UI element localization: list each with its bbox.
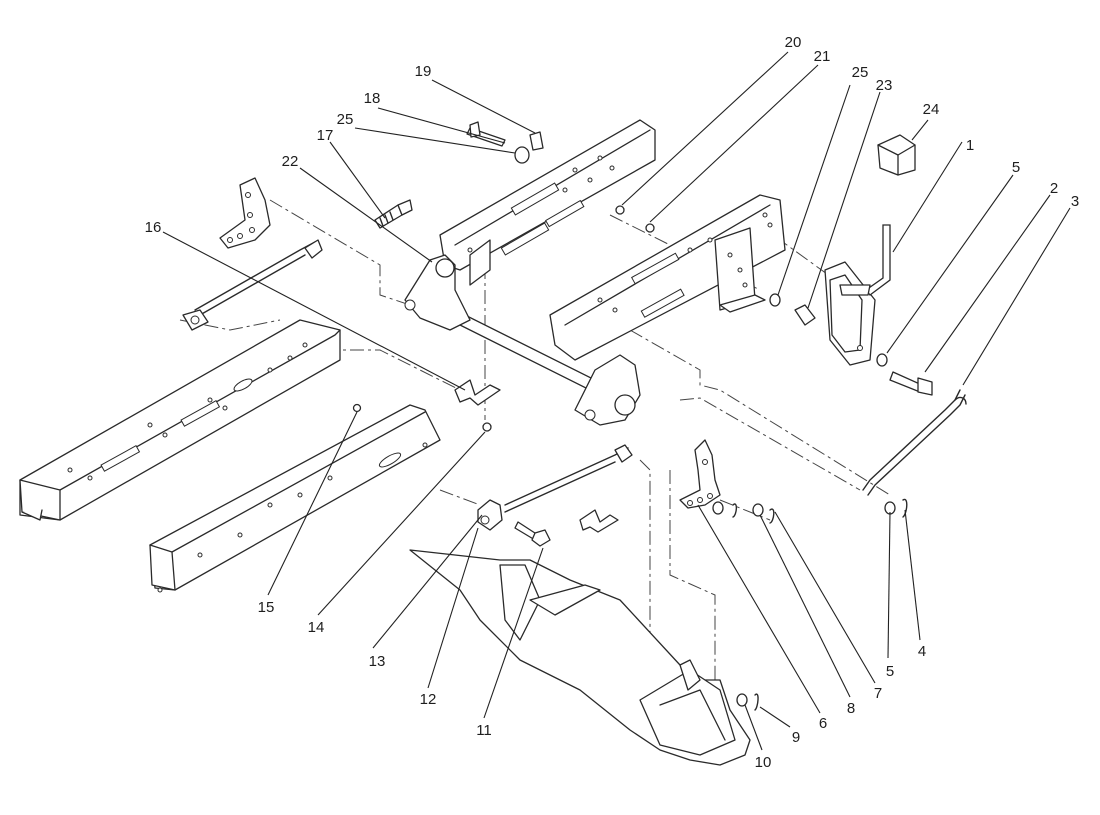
callout-22: 22 xyxy=(282,153,299,170)
callout-15: 15 xyxy=(258,599,275,616)
callout-12: 12 xyxy=(420,691,437,708)
adjuster-rod-left xyxy=(182,239,323,331)
callout-25a: 25 xyxy=(337,111,354,128)
clamp-16 xyxy=(454,379,501,406)
spring-17 xyxy=(374,199,413,229)
pedal-arm-casting xyxy=(409,549,751,766)
callout-8: 8 xyxy=(847,700,855,717)
callout-17: 17 xyxy=(317,127,334,144)
callout-5a: 5 xyxy=(1012,159,1020,176)
lower-left-rail xyxy=(149,404,441,593)
callout-16: 16 xyxy=(145,219,162,236)
callout-9: 9 xyxy=(792,729,800,746)
callout-2: 2 xyxy=(1050,180,1058,197)
callout-25b: 25 xyxy=(852,64,869,81)
knob-24 xyxy=(877,134,916,176)
callout-7: 7 xyxy=(874,685,882,702)
spacer-23 xyxy=(794,304,816,326)
bellcrank-6 xyxy=(679,439,721,509)
pedal-rod xyxy=(477,444,633,531)
left-frame-rail xyxy=(19,319,341,521)
callout-20: 20 xyxy=(785,34,802,51)
callout-3: 3 xyxy=(1071,193,1079,210)
callout-24: 24 xyxy=(923,101,940,118)
shift-lever-1 xyxy=(824,224,891,366)
bolt-19 xyxy=(529,131,544,151)
callout-4: 4 xyxy=(918,643,926,660)
callout-5b: 5 xyxy=(886,663,894,680)
callout-14: 14 xyxy=(308,619,325,636)
callout-21: 21 xyxy=(814,48,831,65)
callout-11: 11 xyxy=(476,722,492,739)
callout-labels: 1 2 3 4 5 5 6 7 8 9 10 11 12 13 14 15 16… xyxy=(145,34,1080,771)
callout-18: 18 xyxy=(364,90,381,107)
upper-center-rail xyxy=(439,119,656,286)
bellcrank-upper-left xyxy=(219,177,271,249)
bolt-18 xyxy=(466,121,506,147)
clamp-lower xyxy=(579,509,619,533)
washer-25-upper xyxy=(514,146,530,164)
shift-rod-3 xyxy=(862,389,967,496)
cross-shaft-assembly xyxy=(404,254,641,426)
callout-23: 23 xyxy=(876,77,893,94)
callout-19: 19 xyxy=(415,63,432,80)
callout-1: 1 xyxy=(966,137,974,154)
right-upper-rail xyxy=(549,194,786,361)
washer-and-pin-set xyxy=(352,205,908,711)
bolt-11 xyxy=(514,521,551,547)
leader-lines xyxy=(162,51,1071,751)
callout-13: 13 xyxy=(369,653,386,670)
bolt-2 xyxy=(889,371,933,396)
callout-6: 6 xyxy=(819,715,827,732)
callout-10: 10 xyxy=(755,754,772,771)
